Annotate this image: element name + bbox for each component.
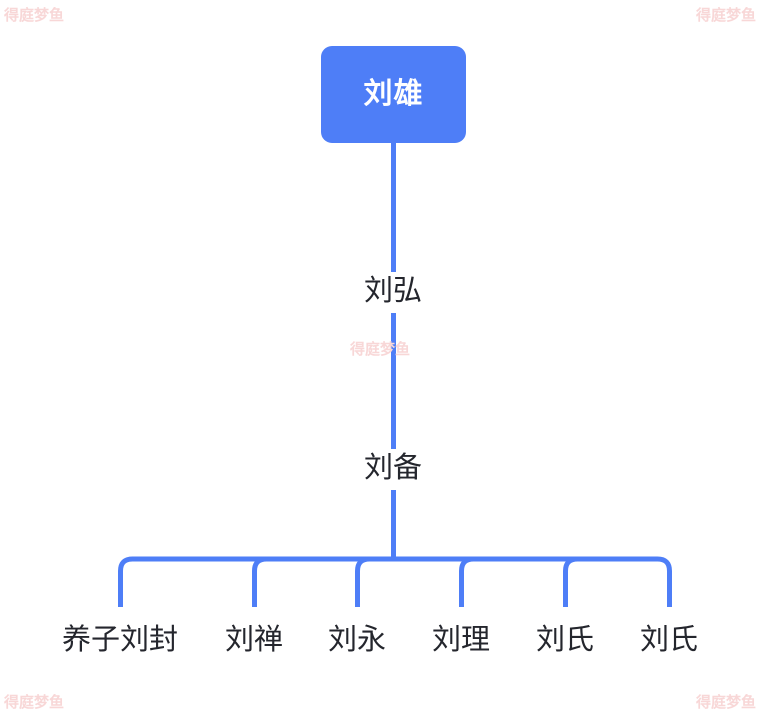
node-root-label: 刘雄 <box>363 78 424 110</box>
node-child-6-label: 刘氏 <box>639 624 699 656</box>
child-drop-4 <box>459 556 474 607</box>
node-child-5[interactable]: 刘氏 <box>536 626 594 655</box>
child-drop-5 <box>563 556 578 607</box>
node-generation-1[interactable]: 刘弘 <box>364 277 422 306</box>
node-child-4-label: 刘理 <box>431 624 491 656</box>
watermark-bottom-left: 得庭梦鱼 <box>4 694 65 711</box>
node-child-6[interactable]: 刘氏 <box>640 626 698 655</box>
node-generation-2-label: 刘备 <box>363 452 423 484</box>
node-child-1-label: 养子刘封 <box>61 624 179 656</box>
node-child-5-label: 刘氏 <box>535 624 595 656</box>
node-child-2-label: 刘禅 <box>224 624 284 656</box>
node-root[interactable]: 刘雄 <box>321 46 466 143</box>
node-generation-1-label: 刘弘 <box>363 275 423 307</box>
node-child-2[interactable]: 刘禅 <box>225 626 283 655</box>
bus-and-child-drops <box>118 556 672 607</box>
watermark-top-left: 得庭梦鱼 <box>4 7 65 24</box>
node-generation-2[interactable]: 刘备 <box>364 454 422 483</box>
watermark-bottom-right: 得庭梦鱼 <box>695 694 756 711</box>
node-child-1[interactable]: 养子刘封 <box>62 626 178 655</box>
node-child-3-label: 刘永 <box>327 624 387 656</box>
child-drop-2 <box>252 556 267 607</box>
watermark-center: 得庭梦鱼 <box>349 341 411 358</box>
watermark-top-right: 得庭梦鱼 <box>695 7 756 24</box>
node-child-3[interactable]: 刘永 <box>328 626 386 655</box>
child-drop-3 <box>355 556 370 607</box>
node-child-4[interactable]: 刘理 <box>432 626 490 655</box>
